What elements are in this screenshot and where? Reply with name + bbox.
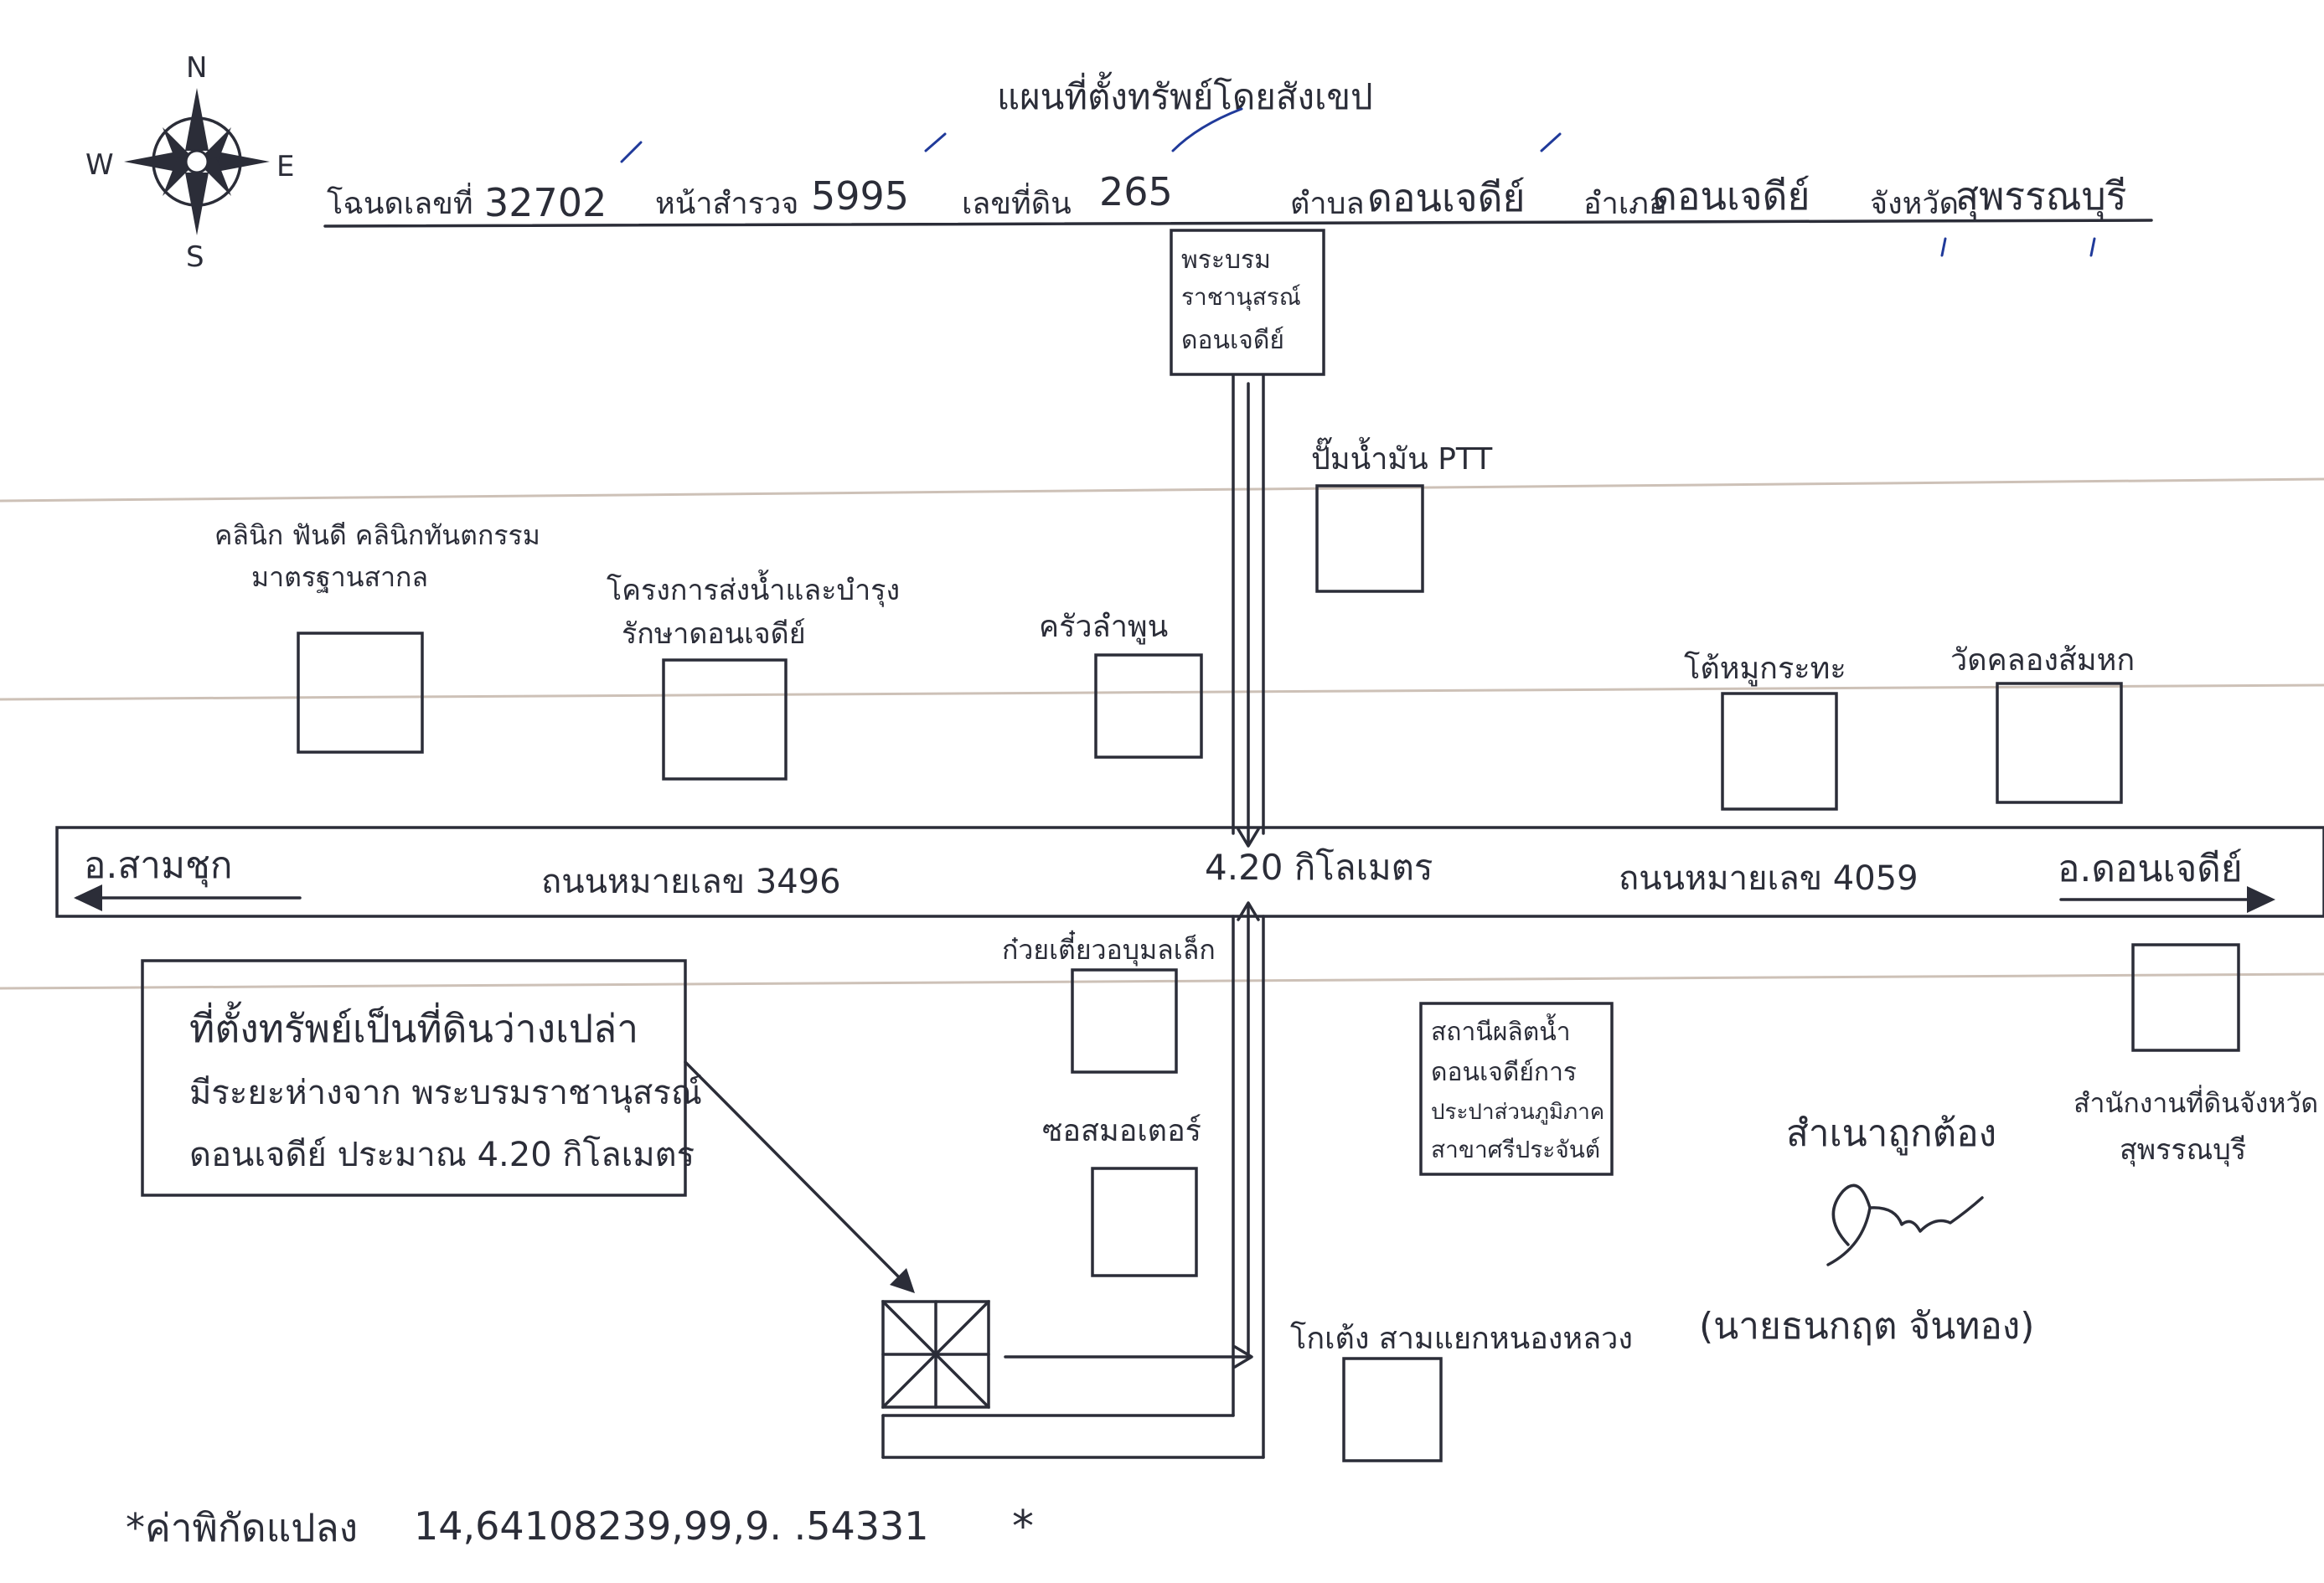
landmark-noodle-corner: โกเต้ง สามแยกหนองหลวง <box>1290 1321 1633 1462</box>
landmark-dental-clinic: คลินิก ฟันดี คลินิกทันตกรรม มาตรฐานสากล <box>214 519 540 754</box>
noodle-corner-label: โกเต้ง สามแยกหนองหลวง <box>1290 1321 1633 1356</box>
landmark-land-office: สำนักงานที่ดินจังหวัด สุพรรณบุรี <box>2074 943 2318 1167</box>
water-works-line-3: ประปาส่วนภูมิภาค <box>1431 1100 1604 1125</box>
district-label: อำเภอ <box>1583 187 1667 221</box>
monument-line-3: ดอนเจดีย์ <box>1181 326 1284 355</box>
compass-west-label: W <box>85 148 114 182</box>
landmark-noodle-shop: ก๋วยเตี๋ยวอบุมลเล็ก <box>1002 930 1216 1074</box>
water-project-line-2: รักษาดอนเจดีย์ <box>622 617 806 651</box>
temple-label: วัดคลองส้มหก <box>1950 643 2135 678</box>
compass-west-point-icon <box>124 150 186 173</box>
note-line-3: ดอนเจดีย์ ประมาณ 4.20 กิโลเมตร <box>189 1136 695 1174</box>
district-value: ดอนเจดีย์ <box>1652 173 1810 219</box>
note-line-1: ที่ตั้งทรัพย์เป็นที่ดินว่างเปล่า <box>189 1001 638 1051</box>
paper-fold-lines <box>0 477 2324 990</box>
land-office-line-1: สำนักงานที่ดินจังหวัด <box>2074 1085 2318 1119</box>
land-office-line-2: สุพรรณบุรี <box>2120 1133 2246 1167</box>
coordinates-value: 14,64108239,99,9. .54331 <box>414 1503 929 1549</box>
handwritten-signature <box>1826 1183 1984 1266</box>
motor-label: ซอสมอเตอร์ <box>1042 1114 1201 1148</box>
province-label: จังหวัด <box>1870 187 1959 221</box>
kitchen-label: ครัวลำพูน <box>1039 610 1168 645</box>
landmark-water-project: โครงการส่งน้ำและบำรุง รักษาดอนเจดีย์ <box>607 570 900 781</box>
location-note: ที่ตั้งทรัพย์เป็นที่ดินว่างเปล่า มีระยะห… <box>141 959 915 1293</box>
certified-copy-label: สำเนาถูกต้อง <box>1786 1112 1996 1156</box>
monument-line-1: พระบรม <box>1181 245 1271 275</box>
noodle-label: ก๋วยเตี๋ยวอบุมลเล็ก <box>1002 930 1216 967</box>
water-works-line-2: ดอนเจดีย์การ <box>1431 1058 1577 1087</box>
signer-name: (นายธนกฤต จันทอง) <box>1699 1305 2034 1348</box>
note-pointer-arrow-icon <box>890 1268 915 1293</box>
access-road-lower <box>881 901 1265 1459</box>
landmark-ptt: ปั๊มน้ำมัน PTT <box>1311 436 1493 593</box>
left-road-label: ถนนหมายเลข 3496 <box>541 863 841 901</box>
landmark-temple: วัดคลองส้มหก <box>1950 643 2135 804</box>
subject-parcel-marker <box>881 1300 990 1409</box>
clinic-line-2: มาตรฐานสากล <box>251 561 428 594</box>
landmark-water-works: สถานีผลิตน้ำ ดอนเจดีย์การ ประปาส่วนภูมิภ… <box>1419 1002 1614 1176</box>
water-project-line-1: โครงการส่งน้ำและบำรุง <box>607 570 900 607</box>
province-value: สุพรรณบุรี <box>1955 173 2126 220</box>
subdistrict-label: ตำบล <box>1290 187 1365 221</box>
compass-east-label: E <box>276 150 294 183</box>
deed-number-value: 32702 <box>484 180 607 225</box>
water-works-line-4: สาขาศรีประจันต์ <box>1431 1136 1600 1163</box>
right-road-label: ถนนหมายเลข 4059 <box>1619 859 1919 898</box>
coordinates-label: *ค่าพิกัดแปลง <box>126 1505 358 1550</box>
land-number-label: เลขที่ดิน <box>962 183 1072 221</box>
deed-number-label: โฉนดเลขที่ <box>327 183 473 221</box>
parcel-coordinates: *ค่าพิกัดแปลง 14,64108239,99,9. .54331 * <box>126 1502 1034 1552</box>
access-road-upper <box>1232 374 1265 848</box>
pork-shop-label: โต้หมูกระทะ <box>1684 651 1846 687</box>
compass-south-point-icon <box>185 173 209 235</box>
left-destination-label: อ.สามชุก <box>84 844 232 888</box>
map-title: แผนที่ตั้งทรัพย์โดยสังเขป <box>997 71 1373 117</box>
compass-north-point-icon <box>185 88 209 151</box>
main-road: อ.สามชุก ถนนหมายเลข 3496 4.20 กิโลเมตร ถ… <box>55 826 2324 918</box>
signature-block: สำเนาถูกต้อง (นายธนกฤต จันทอง) <box>1699 1112 2034 1348</box>
clinic-line-1: คลินิก ฟันดี คลินิกทันตกรรม <box>214 519 540 551</box>
monument-line-2: ราชานุสรณ์ <box>1181 283 1301 312</box>
ptt-label: ปั๊มน้ำมัน PTT <box>1311 436 1493 477</box>
deed-info-line: โฉนดเลขที่ 32702 หน้าสำรวจ 5995 เลขที่ดิ… <box>323 107 2153 257</box>
royal-monument-landmark: พระบรม ราชานุสรณ์ ดอนเจดีย์ <box>1170 229 1325 376</box>
compass-east-point-icon <box>208 150 270 173</box>
note-line-2: มีระยะห่างจาก พระบรมราชานุสรณ์ <box>189 1074 702 1113</box>
landmark-motor-shop: ซอสมอเตอร์ <box>1042 1114 1201 1277</box>
distance-label: 4.20 กิโลเมตร <box>1205 847 1433 888</box>
water-works-line-1: สถานีผลิตน้ำ <box>1431 1013 1571 1047</box>
landmark-kitchen: ครัวลำพูน <box>1039 610 1203 759</box>
survey-page-label: หน้าสำรวจ <box>655 187 798 221</box>
landmark-pork-shop: โต้หมูกระทะ <box>1684 651 1846 811</box>
compass-north-label: N <box>186 51 207 85</box>
compass-south-label: S <box>186 240 204 274</box>
coordinates-end-mark: * <box>1012 1502 1034 1552</box>
subdistrict-value: ดอนเจดีย์ <box>1367 175 1525 220</box>
right-destination-label: อ.ดอนเจดีย์ <box>2058 848 2243 890</box>
land-number-value: 265 <box>1099 169 1173 214</box>
survey-page-value: 5995 <box>811 173 909 219</box>
compass-rose: N S W E <box>85 51 294 274</box>
